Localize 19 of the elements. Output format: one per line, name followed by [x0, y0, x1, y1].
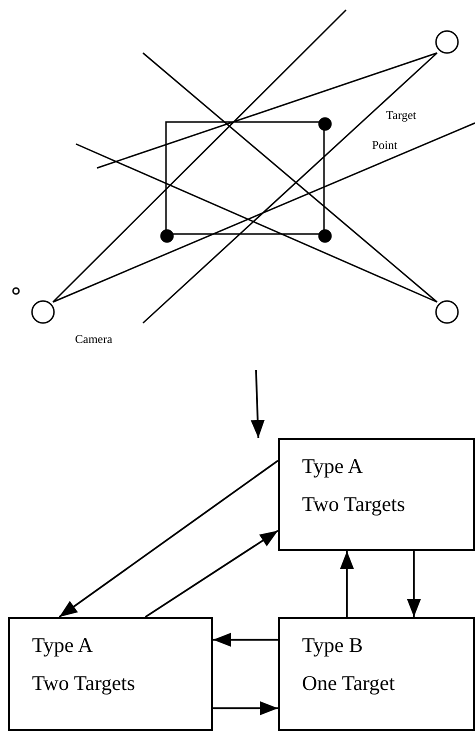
drawing-label: Target	[386, 108, 416, 122]
state-text: One Target	[302, 671, 395, 695]
state-text: Type B	[302, 633, 363, 657]
state-box	[278, 438, 475, 551]
arrow	[340, 551, 354, 617]
arrow	[213, 701, 278, 716]
arrow	[144, 530, 278, 618]
state-text: Type A	[32, 633, 93, 657]
state-text: Two Targets	[302, 492, 406, 516]
arrow	[250, 370, 265, 438]
drawing-label: Camera	[75, 332, 112, 346]
state-box	[278, 617, 475, 731]
drawing-label: Point	[372, 138, 398, 152]
arrow	[406, 551, 421, 617]
state-text: Type A	[302, 454, 363, 478]
arrow	[58, 460, 279, 618]
state-text: Two Targets	[32, 671, 136, 695]
arrow	[213, 632, 278, 647]
state-box	[8, 617, 213, 731]
